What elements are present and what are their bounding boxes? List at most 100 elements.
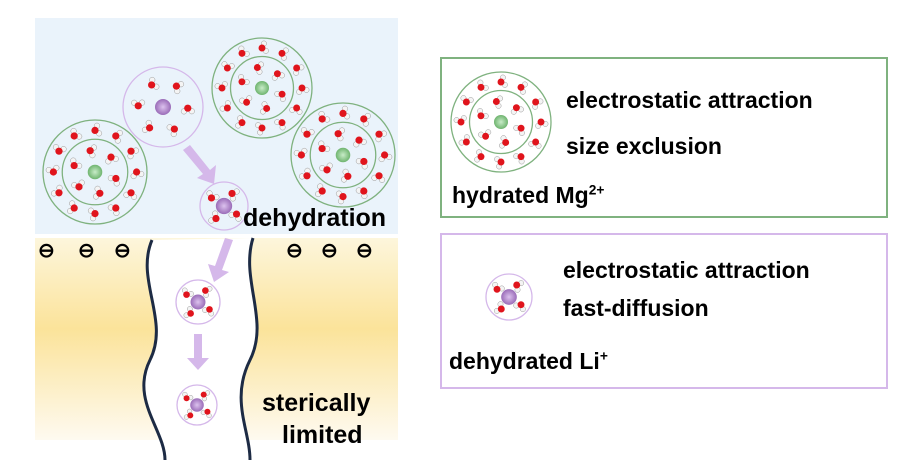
water-molecule bbox=[300, 127, 315, 138]
mg-caption: hydrated Mg2+ bbox=[452, 182, 604, 209]
hydrated-li-ion bbox=[199, 181, 249, 231]
water-molecule bbox=[235, 115, 246, 129]
mg-property-1: electrostatic attraction bbox=[566, 87, 813, 113]
water-molecule bbox=[202, 285, 213, 298]
li-caption-text: dehydrated Li bbox=[449, 348, 600, 374]
water-molecule bbox=[130, 168, 145, 180]
water-molecule bbox=[340, 168, 352, 183]
water-molecule bbox=[318, 140, 331, 153]
hydrated-mg-ion bbox=[290, 102, 396, 208]
li-ion bbox=[215, 197, 233, 215]
water-molecule bbox=[335, 190, 347, 205]
li-legend-box: electrostatic attraction fast-diffusion … bbox=[440, 233, 888, 389]
water-molecule bbox=[293, 147, 308, 159]
water-molecule bbox=[208, 210, 220, 224]
hydrated-li-ion bbox=[122, 66, 204, 148]
mg-ion bbox=[87, 164, 103, 180]
water-molecule bbox=[289, 104, 303, 115]
water-molecule bbox=[200, 408, 212, 419]
water-molecule bbox=[107, 174, 120, 187]
hydrated-li-ion bbox=[176, 384, 218, 426]
water-molecule bbox=[274, 119, 286, 131]
li-caption: dehydrated Li+ bbox=[449, 348, 608, 375]
water-molecule bbox=[70, 127, 83, 140]
water-molecule bbox=[493, 301, 505, 314]
water-molecule bbox=[221, 61, 235, 72]
water-molecule bbox=[378, 151, 393, 163]
water-molecule bbox=[532, 98, 544, 110]
water-molecule bbox=[535, 118, 549, 129]
water-molecule bbox=[86, 144, 98, 159]
water-molecule bbox=[255, 122, 266, 136]
water-molecule bbox=[513, 153, 525, 165]
mg-caption-text: hydrated Mg bbox=[452, 182, 589, 208]
arrow-icon bbox=[187, 334, 209, 370]
water-molecule bbox=[528, 138, 542, 149]
water-molecule bbox=[339, 105, 351, 120]
mg-ion bbox=[494, 115, 508, 129]
sterically-label: sterically bbox=[262, 389, 371, 417]
li-property-1: electrostatic attraction bbox=[563, 257, 810, 283]
water-molecule bbox=[141, 119, 154, 133]
water-molecule bbox=[228, 188, 240, 202]
water-molecule bbox=[360, 112, 371, 127]
li-charge: + bbox=[599, 348, 608, 364]
water-molecule bbox=[127, 147, 140, 160]
water-molecule bbox=[510, 104, 524, 115]
negative-charge-icon: ⊖ bbox=[321, 240, 338, 262]
water-molecule bbox=[70, 157, 83, 170]
water-molecule bbox=[334, 127, 346, 142]
negative-charge-icon: ⊖ bbox=[286, 240, 303, 262]
water-molecule bbox=[296, 84, 310, 95]
water-molecule bbox=[474, 149, 485, 163]
water-molecule bbox=[206, 190, 220, 202]
dehydration-label: dehydration bbox=[243, 204, 387, 232]
water-molecule bbox=[315, 183, 326, 198]
water-molecule bbox=[202, 306, 215, 317]
water-molecule bbox=[91, 122, 103, 137]
channel-wall-right bbox=[239, 237, 259, 461]
li-ion bbox=[190, 294, 206, 310]
water-molecule bbox=[67, 200, 78, 215]
hydrated-mg-ion bbox=[450, 71, 552, 173]
hydrated-li-ion bbox=[175, 279, 221, 325]
pathway-arrows bbox=[183, 145, 233, 370]
li-ion bbox=[190, 398, 204, 412]
negative-charge-icon: ⊖ bbox=[38, 240, 55, 262]
water-molecule bbox=[253, 61, 264, 75]
water-molecule bbox=[353, 136, 367, 148]
water-molecule bbox=[87, 207, 99, 222]
water-molecule bbox=[131, 99, 146, 110]
water-molecule bbox=[497, 74, 508, 88]
water-molecule bbox=[112, 129, 123, 144]
water-molecule bbox=[477, 79, 489, 91]
arrow-icon bbox=[208, 238, 233, 282]
mg-property-2: size exclusion bbox=[566, 133, 722, 159]
water-molecule bbox=[214, 81, 228, 92]
arrow-icon bbox=[183, 145, 216, 184]
water-molecule bbox=[513, 301, 526, 313]
water-molecule bbox=[238, 74, 250, 86]
water-molecule bbox=[355, 187, 368, 200]
water-molecule bbox=[274, 90, 286, 102]
water-molecule bbox=[278, 47, 289, 61]
negative-charge-icon: ⊖ bbox=[114, 240, 131, 262]
mg-legend-box: electrostatic attraction size exclusion … bbox=[440, 57, 888, 218]
water-molecule bbox=[183, 306, 194, 319]
mg-ion bbox=[335, 147, 351, 163]
negative-charge-icon: ⊖ bbox=[356, 240, 373, 262]
water-molecule bbox=[172, 81, 185, 95]
water-molecule bbox=[200, 390, 211, 402]
water-molecule bbox=[271, 70, 285, 81]
water-molecule bbox=[492, 281, 505, 293]
channel-wall-left bbox=[142, 239, 167, 461]
water-molecule bbox=[183, 408, 194, 420]
li-property-2: fast-diffusion bbox=[563, 295, 709, 321]
water-molecule bbox=[513, 280, 525, 293]
mg-charge: 2+ bbox=[588, 182, 605, 198]
water-molecule bbox=[298, 167, 311, 180]
water-molecule bbox=[260, 101, 271, 115]
water-molecule bbox=[478, 129, 492, 140]
water-molecule bbox=[219, 100, 231, 112]
